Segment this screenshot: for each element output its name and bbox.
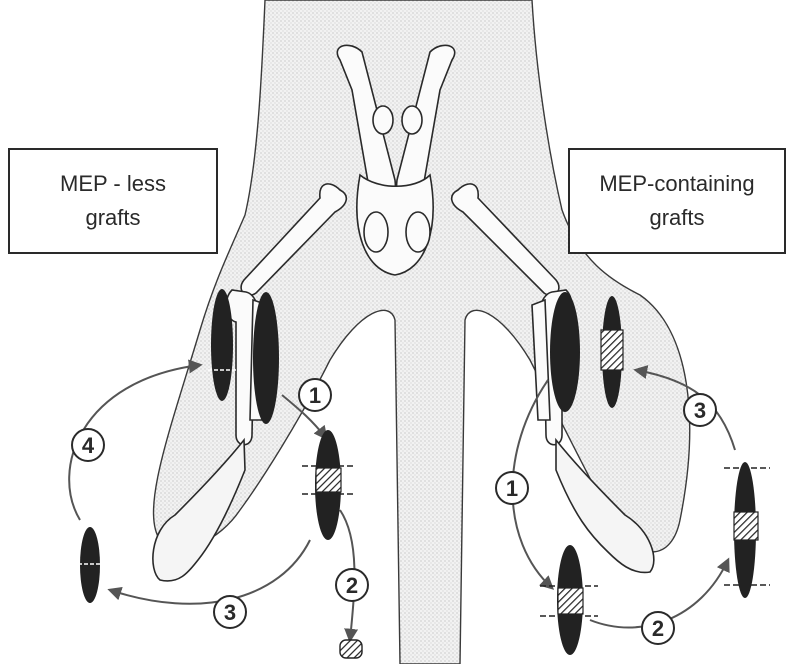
mep-less-label-line2: grafts [85,201,140,235]
step-marker-right-1: 1 [496,472,528,504]
step-marker-left-4: 4 [72,429,104,461]
svg-text:1: 1 [309,383,321,408]
right-graft-stage-1 [540,545,598,655]
svg-text:3: 3 [694,398,706,423]
svg-text:4: 4 [82,433,95,458]
step-marker-left-2: 2 [336,569,368,601]
left-arrow-3 [110,540,310,604]
svg-text:3: 3 [224,600,236,625]
mep-less-grafts-label: MEP - less grafts [8,148,218,254]
step-marker-right-2: 2 [642,612,674,644]
step-marker-left-3: 3 [214,596,246,628]
left-graft-segment [340,640,362,658]
mep-containing-label-line1: MEP-containing [599,167,754,201]
mep-containing-label-line2: grafts [649,201,704,235]
step-marker-left-1: 1 [299,379,331,411]
mep-containing-grafts-label: MEP-containing grafts [568,148,786,254]
svg-text:2: 2 [652,616,664,641]
svg-text:1: 1 [506,476,518,501]
left-graft-stage-4 [78,527,104,603]
right-graft-stage-2 [724,462,770,598]
svg-text:2: 2 [346,573,358,598]
mep-less-label-line1: MEP - less [60,167,166,201]
step-marker-right-3: 3 [684,394,716,426]
